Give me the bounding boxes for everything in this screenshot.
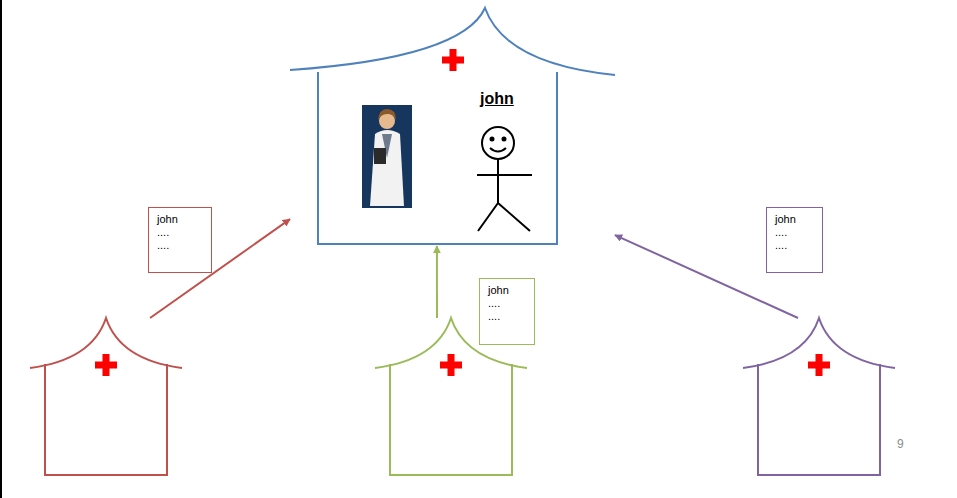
transfer-arrow [150,219,290,318]
slide-border [0,0,2,498]
figure-smile [490,148,506,152]
hospital-building: john [290,8,615,246]
red-cross [442,49,464,71]
hospital-outline [30,318,182,476]
record-text: john .... .... [157,213,180,252]
hospital-outline [375,318,527,476]
hospital-building [375,318,527,476]
red-cross [440,354,462,376]
hospital-roof [290,8,615,75]
document-box: john .... .... [148,207,212,273]
transfer-arrow [436,246,438,318]
transfer-arrow [615,235,798,318]
hospital-wall [390,364,512,475]
clipboard [374,148,386,164]
hospital-wall [758,364,880,475]
hospital-wall [318,72,557,244]
hospital-wall [45,364,167,475]
document-box: john .... .... [479,278,535,345]
figure-body [477,159,532,231]
hospital-outline [743,318,895,476]
doctor-coat [370,130,404,206]
record-text: john .... .... [775,213,798,252]
document-box: john .... .... [766,207,823,273]
stick-figure [477,127,532,231]
figure-head [482,127,514,159]
hospital-building [743,318,895,476]
doctor-picture [362,105,412,208]
patient-name: john [480,90,514,108]
figure-eye [491,138,494,141]
doctor-hair [378,109,396,120]
hospital-outline [290,8,615,246]
red-cross [95,354,117,376]
page-number: 9 [897,437,904,451]
figure-eye [503,138,506,141]
hospital-building [30,318,182,476]
record-text: john .... .... [488,284,511,323]
red-cross [808,354,830,376]
picture-background [362,105,412,208]
